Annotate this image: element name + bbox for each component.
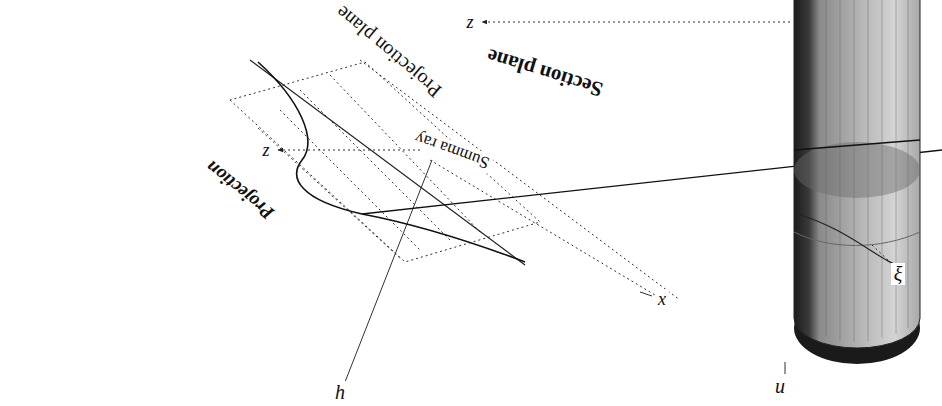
projection-label: Projection [199, 154, 280, 225]
ray-label: Summa ray [409, 127, 494, 174]
h-axis [345, 160, 432, 382]
projection-line [250, 60, 525, 265]
projected-curve [258, 62, 525, 262]
cylinder [794, 0, 920, 364]
axis-label: u [772, 375, 788, 397]
axis-label: x [655, 289, 669, 309]
projection-plane [230, 62, 540, 262]
axis-label: z [463, 12, 476, 32]
u-leader [785, 362, 786, 374]
axis-label: ξ [891, 263, 906, 285]
xi-leader [872, 245, 890, 262]
section-plane [360, 60, 680, 300]
z-axis [278, 22, 790, 150]
x-leader [640, 292, 652, 296]
axis-label: h [332, 381, 348, 403]
plane-label: Section plane [482, 43, 609, 102]
plane-label: Projection plane [329, 0, 448, 104]
axis-label: z [259, 140, 272, 160]
